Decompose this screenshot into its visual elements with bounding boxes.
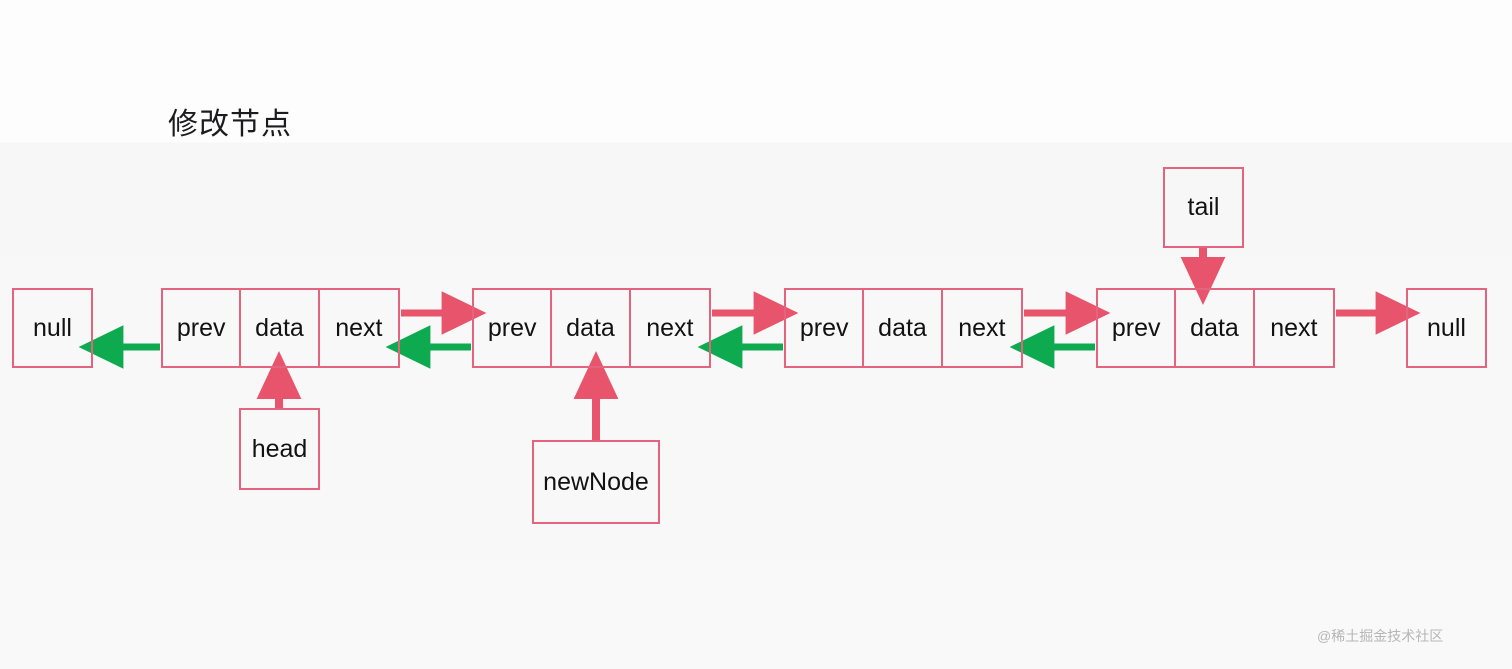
- node-4-next-cell[interactable]: next: [1270, 313, 1318, 342]
- tail-pointer-box[interactable]: tail: [1163, 167, 1244, 248]
- null-terminator-right: null: [1406, 288, 1487, 368]
- null-terminator-left: null: [12, 288, 93, 368]
- node-1-prev-cell[interactable]: prev: [163, 290, 242, 366]
- node-1-data-cell[interactable]: data: [241, 290, 320, 366]
- node-1-next-cell[interactable]: next: [335, 313, 383, 342]
- watermark: @稀土掘金技术社区: [1317, 628, 1444, 644]
- node-3-next-cell[interactable]: next: [958, 313, 1006, 342]
- tail-label: tail: [1187, 193, 1220, 221]
- node-2-next-cell[interactable]: next: [646, 313, 694, 342]
- null-label: null: [33, 313, 72, 342]
- node-2-prev-cell[interactable]: prev: [474, 290, 553, 366]
- list-node-2[interactable]: prev data next: [472, 288, 711, 368]
- node-4-prev-cell[interactable]: prev: [1098, 290, 1177, 366]
- list-node-3[interactable]: prev data next: [784, 288, 1023, 368]
- node-4-data-cell[interactable]: data: [1176, 290, 1255, 366]
- head-pointer-box[interactable]: head: [239, 408, 320, 490]
- page-title: 修改节点: [168, 108, 292, 141]
- variable-pointer-arrows: [256, 248, 1226, 440]
- list-node-4[interactable]: prev data next: [1096, 288, 1335, 368]
- node-3-data-cell[interactable]: data: [864, 290, 943, 366]
- newnode-label: newNode: [543, 467, 649, 496]
- newnode-pointer-box[interactable]: newNode: [532, 440, 660, 524]
- list-node-1[interactable]: prev data next: [161, 288, 400, 368]
- head-label: head: [251, 434, 308, 463]
- node-2-data-cell[interactable]: data: [552, 290, 631, 366]
- null-label: null: [1427, 313, 1466, 342]
- node-3-prev-cell[interactable]: prev: [786, 290, 865, 366]
